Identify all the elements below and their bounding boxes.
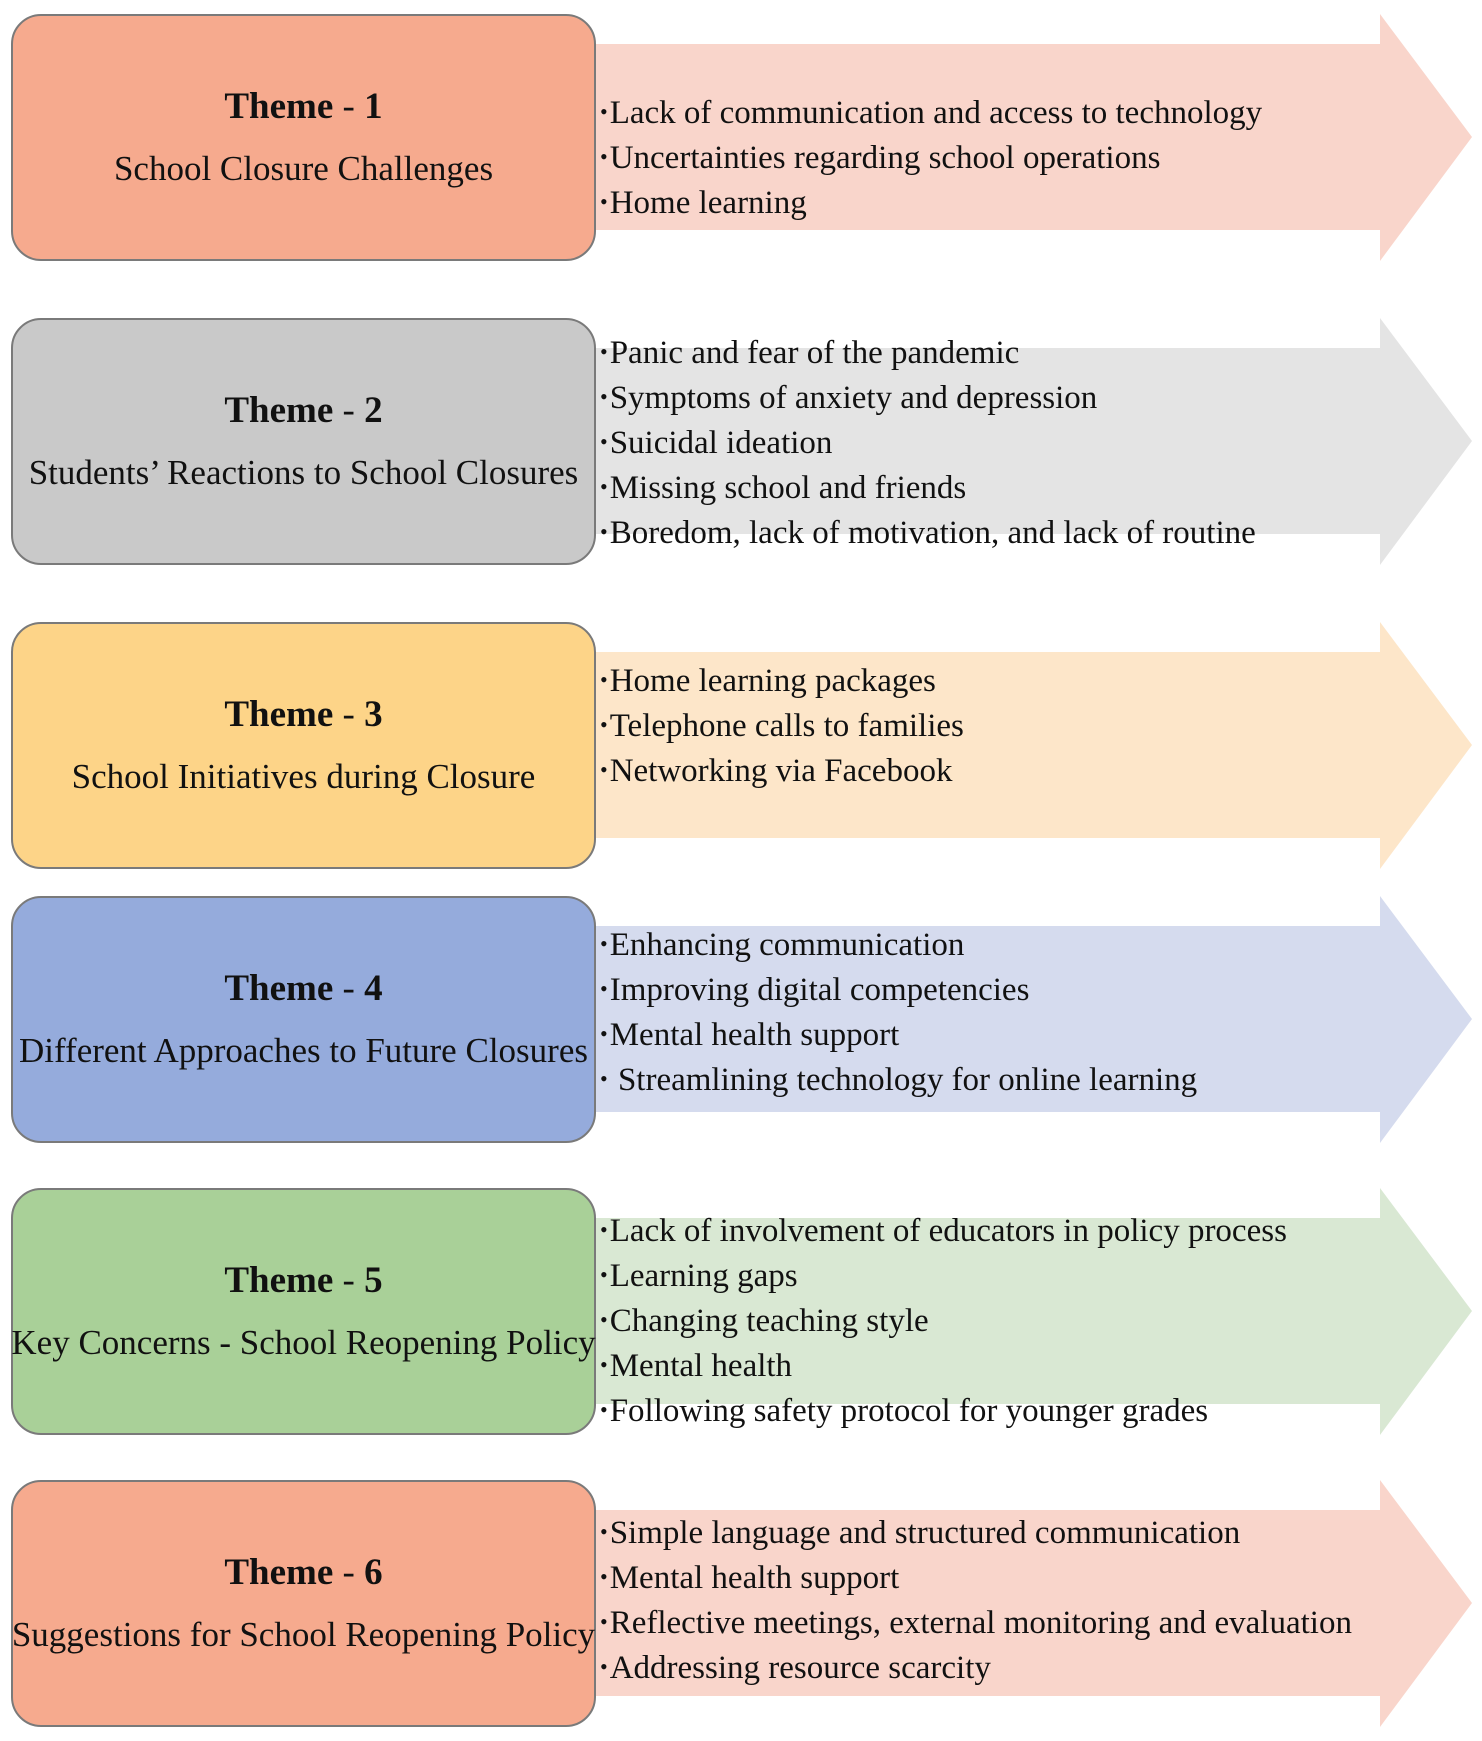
theme-title: Suggestions for School Reopening Policy xyxy=(11,1614,596,1654)
theme-item: Streamlining technology for online learn… xyxy=(600,1057,1197,1102)
theme-item: Mental health support xyxy=(600,1012,1197,1057)
theme-label-separator: - xyxy=(342,968,355,1010)
theme-label-separator: - xyxy=(342,390,355,432)
theme-label: Theme - 5 xyxy=(224,1259,382,1303)
theme-item: Symptoms of anxiety and depression xyxy=(600,375,1256,420)
theme-item: Suicidal ideation xyxy=(600,420,1256,465)
theme-label: Theme - 1 xyxy=(224,85,382,129)
theme-label-word: Theme xyxy=(224,1260,334,1302)
theme-item: Lack of involvement of educators in poli… xyxy=(600,1208,1287,1253)
theme-item: Home learning xyxy=(600,180,1262,225)
theme-title: School Initiatives during Closure xyxy=(71,756,536,796)
theme-item: Learning gaps xyxy=(600,1253,1287,1298)
theme-title: Students’ Reactions to School Closures xyxy=(28,452,579,492)
theme-number: 2 xyxy=(364,390,383,432)
theme-item: Simple language and structured communica… xyxy=(600,1510,1352,1555)
theme-label-separator: - xyxy=(342,694,355,736)
theme-number: 5 xyxy=(364,1260,383,1302)
theme-item: Mental health support xyxy=(600,1555,1352,1600)
theme-label-word: Theme xyxy=(224,1552,334,1594)
theme-item: Following safety protocol for younger gr… xyxy=(600,1388,1287,1433)
theme-item: Improving digital competencies xyxy=(600,967,1197,1012)
theme-5-items: Lack of involvement of educators in poli… xyxy=(600,1208,1287,1433)
theme-number: 4 xyxy=(364,968,383,1010)
theme-item: Missing school and friends xyxy=(600,465,1256,510)
theme-number: 1 xyxy=(364,86,383,128)
theme-item: Lack of communication and access to tech… xyxy=(600,90,1262,135)
theme-title: Key Concerns - School Reopening Policy xyxy=(11,1322,596,1362)
theme-label-word: Theme xyxy=(224,968,334,1010)
theme-item: Addressing resource scarcity xyxy=(600,1645,1352,1690)
theme-label-separator: - xyxy=(342,1552,355,1594)
theme-label: Theme - 4 xyxy=(224,967,382,1011)
theme-item: Enhancing communication xyxy=(600,922,1197,967)
theme-item: Networking via Facebook xyxy=(600,748,964,793)
theme-1-items: Lack of communication and access to tech… xyxy=(600,90,1262,225)
theme-4-items: Enhancing communicationImproving digital… xyxy=(600,922,1197,1102)
theme-item: Uncertainties regarding school operation… xyxy=(600,135,1262,180)
theme-item: Telephone calls to families xyxy=(600,703,964,748)
theme-label-separator: - xyxy=(342,1260,355,1302)
theme-label: Theme - 3 xyxy=(224,693,382,737)
theme-label: Theme - 2 xyxy=(224,389,382,433)
theme-2-items: Panic and fear of the pandemicSymptoms o… xyxy=(600,330,1256,555)
theme-item: Panic and fear of the pandemic xyxy=(600,330,1256,375)
theme-item: Reflective meetings, external monitoring… xyxy=(600,1600,1352,1645)
theme-number: 3 xyxy=(364,694,383,736)
theme-3-items: Home learning packagesTelephone calls to… xyxy=(600,658,964,793)
theme-item: Home learning packages xyxy=(600,658,964,703)
theme-label-word: Theme xyxy=(224,86,334,128)
theme-label-word: Theme xyxy=(224,694,334,736)
theme-title: Different Approaches to Future Closures xyxy=(19,1030,588,1070)
theme-title: School Closure Challenges xyxy=(113,148,494,188)
theme-label-separator: - xyxy=(342,86,355,128)
theme-label-word: Theme xyxy=(224,390,334,432)
theme-label: Theme - 6 xyxy=(224,1551,382,1595)
theme-item: Mental health xyxy=(600,1343,1287,1388)
theme-item: Changing teaching style xyxy=(600,1298,1287,1343)
theme-item: Boredom, lack of motivation, and lack of… xyxy=(600,510,1256,555)
theme-6-items: Simple language and structured communica… xyxy=(600,1510,1352,1690)
theme-number: 6 xyxy=(364,1552,383,1594)
